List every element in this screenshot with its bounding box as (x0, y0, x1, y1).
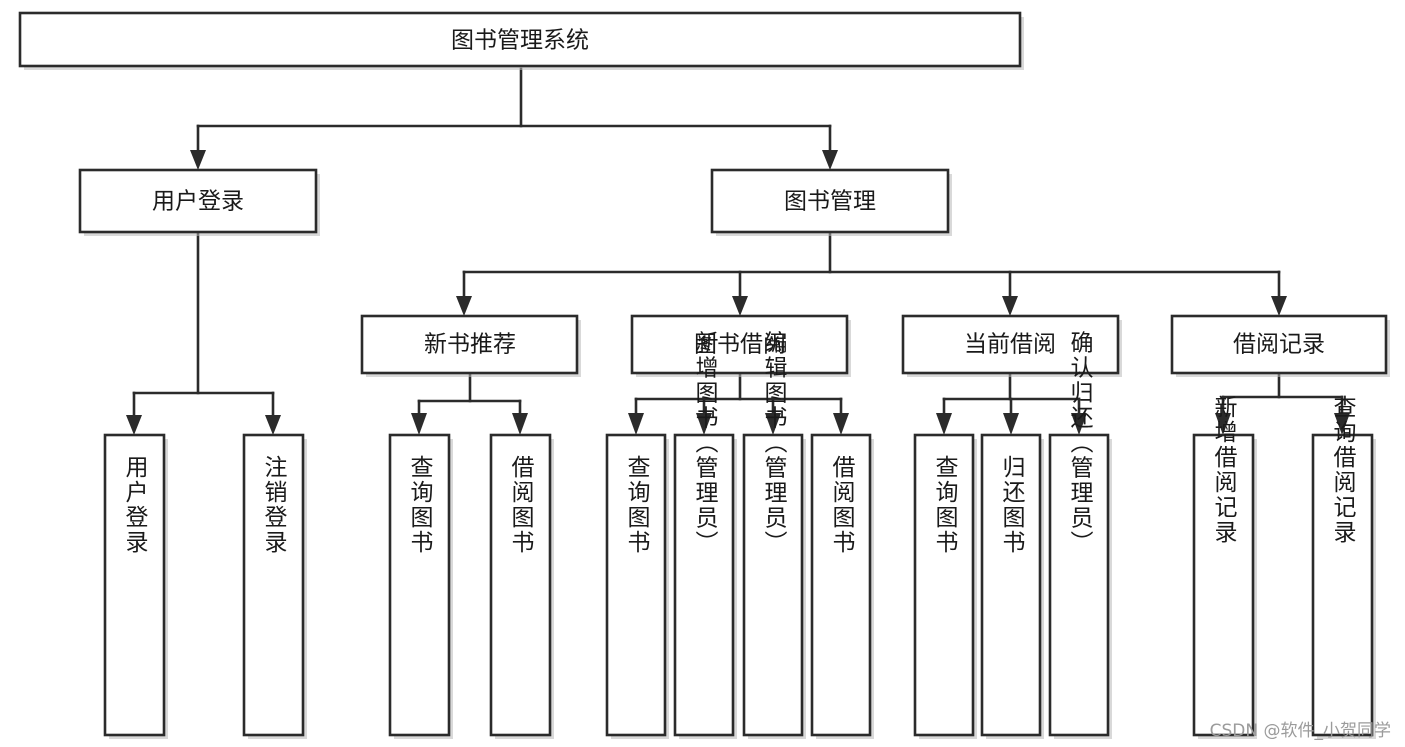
leaf-return-book-label: 归还图书 (998, 455, 1026, 555)
arrow-head-leaf-return-book (1003, 413, 1019, 435)
arrow-head-current-borrow (1002, 296, 1018, 316)
node-root[interactable]: 图书管理系统 (18, 11, 1024, 70)
leaf-add-record-box (1192, 433, 1255, 737)
leaf-add-record-label: 新增借阅记录 (1210, 395, 1238, 545)
leaf-query-book-1-box (388, 433, 451, 737)
leaf-add-book-box (673, 433, 735, 737)
book-manage-box (710, 168, 950, 234)
leaf-logout-login-label: 注销登录 (260, 455, 288, 555)
leaf-borrow-book-2-label: 借阅图书 (828, 455, 856, 555)
arrow-head-leaf-user-login (126, 415, 142, 435)
leaf-borrow-book-1-label: 借阅图书 (507, 455, 535, 555)
node-leaf-query-record[interactable]: 查询借阅记录 (1311, 395, 1376, 739)
node-leaf-borrow-book-2[interactable]: 借阅图书 (810, 433, 874, 739)
node-book-borrow[interactable]: 图书借阅 (630, 314, 851, 377)
arrow-head-leaf-query-book-2 (628, 413, 644, 435)
arrow-head-leaf-query-book-1 (411, 413, 427, 435)
root-label: 图书管理系统 (451, 28, 589, 54)
book-manage-label: 图书管理 (784, 189, 876, 215)
leaf-return-book-box (980, 433, 1042, 737)
arrow-head-user-login (190, 150, 206, 170)
new-book-recommend-box (360, 314, 579, 375)
user-login-box (78, 168, 318, 234)
arrow-head-leaf-confirm-return (1071, 413, 1087, 435)
leaf-query-book-2-label: 查询图书 (623, 455, 651, 555)
leaf-confirm-return-label: 确认归还（管理员） (1066, 331, 1094, 556)
book-borrow-label: 图书借阅 (694, 332, 786, 358)
leaf-query-book-3-box (913, 433, 975, 737)
leaf-user-login-box (103, 433, 166, 737)
arrow-head-leaf-add-book (696, 413, 712, 435)
current-borrow-label: 当前借阅 (964, 332, 1056, 358)
arrow-head-leaf-query-book-3 (936, 413, 952, 435)
node-leaf-return-book[interactable]: 归还图书 (980, 433, 1044, 739)
node-leaf-add-book[interactable]: 新增图书（管理员） (673, 331, 737, 740)
leaf-borrow-book-2-box (810, 433, 872, 737)
arrow-head-leaf-borrow-book-2 (833, 413, 849, 435)
leaf-edit-book-label: 编辑图书（管理员） (760, 331, 788, 556)
leaf-query-book-3-label: 查询图书 (931, 455, 959, 555)
current-borrow-box (901, 314, 1120, 375)
borrow-record-label: 借阅记录 (1233, 332, 1325, 358)
node-current-borrow[interactable]: 当前借阅 (901, 314, 1122, 377)
node-leaf-logout-login[interactable]: 注销登录 (242, 433, 307, 739)
leaf-edit-book-box (742, 433, 804, 737)
leaf-query-record-box (1311, 433, 1374, 737)
arrow-head-leaf-add-record (1215, 413, 1231, 435)
leaf-user-login-label: 用户登录 (121, 455, 149, 555)
node-leaf-confirm-return[interactable]: 确认归还（管理员） (1048, 331, 1112, 740)
node-leaf-query-book-2[interactable]: 查询图书 (605, 433, 669, 739)
borrow-record-box (1170, 314, 1388, 375)
node-borrow-record[interactable]: 借阅记录 (1170, 314, 1390, 377)
arrow-head-leaf-logout-login (265, 415, 281, 435)
arrow-head-book-borrow (732, 296, 748, 316)
arrow-head-new-book-recommend (456, 296, 472, 316)
node-leaf-borrow-book-1[interactable]: 借阅图书 (489, 433, 554, 739)
node-new-book-recommend[interactable]: 新书推荐 (360, 314, 581, 377)
user-login-label: 用户登录 (152, 189, 244, 215)
connectors-layer (126, 67, 1350, 435)
arrow-head-leaf-edit-book (765, 413, 781, 435)
arrow-head-book-manage (822, 150, 838, 170)
node-book-manage[interactable]: 图书管理 (710, 168, 952, 236)
node-leaf-user-login[interactable]: 用户登录 (103, 433, 168, 739)
arrow-head-leaf-query-record (1334, 413, 1350, 435)
leaf-logout-login-box (242, 433, 305, 737)
node-leaf-add-record[interactable]: 新增借阅记录 (1192, 395, 1257, 739)
leaf-borrow-book-1-box (489, 433, 552, 737)
new-book-recommend-label: 新书推荐 (424, 332, 516, 358)
leaf-query-book-1-label: 查询图书 (406, 455, 434, 555)
book-borrow-box (630, 314, 849, 375)
leaf-query-record-label: 查询借阅记录 (1329, 395, 1357, 545)
node-leaf-query-book-3[interactable]: 查询图书 (913, 433, 977, 739)
leaf-query-book-2-box (605, 433, 667, 737)
node-leaf-query-book-1[interactable]: 查询图书 (388, 433, 453, 739)
node-user-login[interactable]: 用户登录 (78, 168, 320, 236)
arrow-head-leaf-borrow-book-1 (512, 413, 528, 435)
node-leaf-edit-book[interactable]: 编辑图书（管理员） (742, 331, 806, 740)
root-box (18, 11, 1022, 68)
leaf-confirm-return-box (1048, 433, 1110, 737)
leaf-add-book-label: 新增图书（管理员） (691, 331, 719, 556)
arrow-head-borrow-record (1271, 296, 1287, 316)
